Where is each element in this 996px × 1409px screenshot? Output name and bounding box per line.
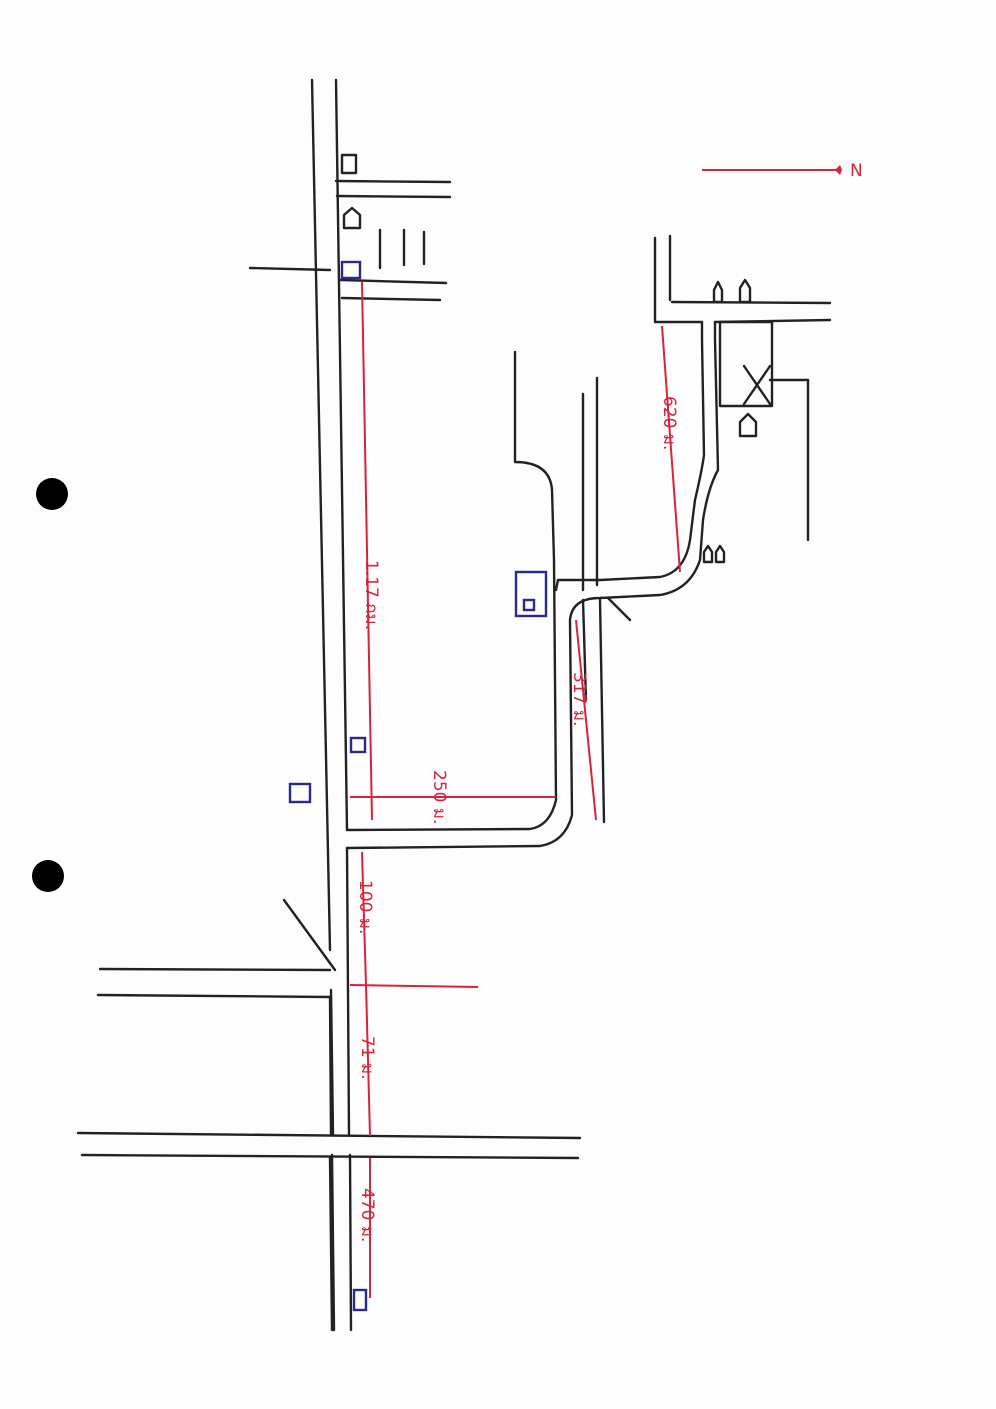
shop-marker-middle (349, 736, 367, 754)
building-marker-top (340, 153, 358, 175)
map-markers (288, 153, 774, 1312)
distance-label-100: 100 ม. (355, 880, 375, 934)
site-marker-building (718, 320, 774, 408)
measurement-lines (349, 165, 842, 1298)
house-marker-top (342, 206, 362, 230)
distance-label-470: 470 ม. (357, 1188, 377, 1242)
pointer-arrows (248, 266, 810, 972)
distance-label-1170: 1.17 กม. (361, 560, 381, 630)
north-label: N (850, 161, 863, 181)
store-marker-top (340, 260, 362, 280)
distance-label-250: 250 ม. (429, 770, 449, 824)
school-marker (514, 570, 548, 618)
house-marker-right (738, 412, 758, 438)
main-road (310, 78, 353, 1332)
distance-label-71: 71 ม. (357, 1036, 377, 1080)
north-arrow-head (835, 165, 842, 175)
landmark-marker-left (288, 782, 312, 804)
bottom-cross-roads (76, 967, 582, 1332)
side-streets-top (334, 179, 452, 302)
distance-labels: 1.17 กม. 250 ม. 317 ม. 620 ม. 100 ม. 71 … (355, 161, 863, 1242)
binder-hole-top (36, 478, 68, 510)
binder-hole-bottom (32, 860, 64, 892)
distance-label-620: 620 ม. (659, 396, 679, 450)
branch-road (345, 234, 832, 850)
destination-marker-bottom (352, 1288, 368, 1312)
distance-label-317: 317 ม. (569, 672, 589, 726)
